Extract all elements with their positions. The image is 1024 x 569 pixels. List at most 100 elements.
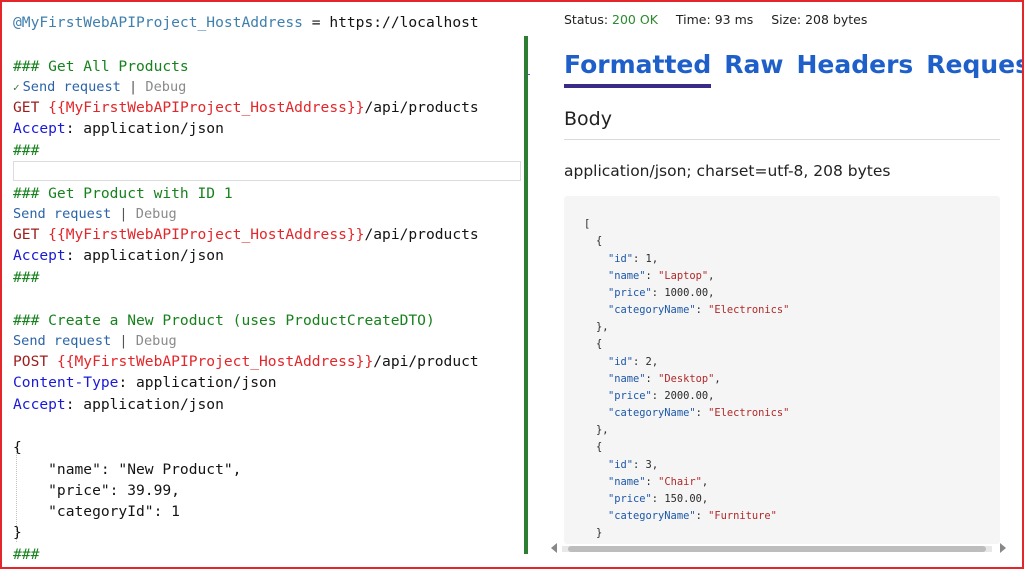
send-request-link[interactable]: Send request [13, 206, 112, 222]
change-marker-bar [524, 36, 528, 554]
body-line[interactable]: "price": 39.99, [13, 482, 180, 499]
json-key: "price" [608, 390, 652, 402]
debug-link[interactable]: Debug [145, 79, 187, 95]
scroll-left-icon[interactable] [551, 543, 557, 553]
code-lens: ✓Send request | Debug [13, 77, 186, 97]
header-line[interactable]: Accept: application/json [13, 394, 224, 415]
json-key: "price" [608, 287, 652, 299]
request-separator: ### [13, 546, 40, 563]
json-number: 2 [645, 356, 652, 368]
content-type-info: application/json; charset=utf-8, 208 byt… [564, 162, 891, 180]
debug-link[interactable]: Debug [135, 333, 177, 349]
body-line[interactable]: "name": "New Product", [13, 461, 242, 478]
indent-guide [16, 448, 18, 542]
json-comma: , [651, 356, 659, 368]
http-file-editor[interactable]: @MyFirstWebAPIProject_HostAddress = http… [2, 2, 530, 567]
json-line: }, [596, 321, 609, 333]
request-line[interactable]: GET {{MyFirstWebAPIProject_HostAddress}}… [13, 224, 479, 245]
json-key: "name" [608, 270, 646, 282]
request-comment: ### Get Product with ID 1 [13, 185, 233, 202]
body-line[interactable]: "categoryId": 1 [13, 503, 180, 520]
body-line[interactable]: { [13, 439, 22, 456]
send-request-link[interactable]: Send request [13, 333, 112, 349]
tab-formatted[interactable]: Formatted [564, 48, 712, 88]
tab-headers[interactable]: Headers [796, 50, 914, 79]
request-comment: ### Get All Products [13, 58, 189, 75]
json-line: "id": 3, [608, 457, 658, 474]
body-heading: Body [564, 108, 612, 130]
scroll-right-icon[interactable] [1000, 543, 1006, 553]
time-label: Time: [675, 12, 711, 27]
json-line: "name": "Desktop", [608, 371, 721, 388]
json-comma: , [714, 373, 721, 385]
debug-link[interactable]: Debug [135, 206, 177, 222]
json-key: "id" [608, 459, 634, 471]
header-name: Accept [13, 120, 66, 137]
response-panel: Status: 200 OK Time: 93 ms Size: 208 byt… [548, 2, 1022, 567]
json-key: "id" [608, 356, 634, 368]
header-value: : application/json [65, 396, 224, 413]
json-string: "Electronics" [708, 407, 790, 419]
json-comma: , [708, 270, 715, 282]
json-line: { [596, 338, 603, 350]
header-line[interactable]: Content-Type: application/json [13, 372, 277, 393]
tab-request[interactable]: Request [926, 50, 1022, 79]
editor-vertical-scrollbar[interactable] [530, 2, 546, 567]
json-line: "price": 150.00, [608, 491, 708, 508]
json-line: "price": 1000.00, [608, 285, 714, 302]
header-line[interactable]: Accept: application/json [13, 245, 224, 266]
size-value: 208 bytes [805, 12, 868, 27]
header-name: Accept [13, 247, 66, 264]
variable-value: https://localhost [329, 14, 479, 31]
header-name: Content-Type [13, 374, 119, 391]
json-number: 1000.00 [664, 287, 709, 299]
json-key: "categoryName" [608, 304, 696, 316]
scroll-thumb[interactable] [568, 546, 986, 552]
header-line[interactable]: Accept: application/json [13, 118, 224, 139]
json-line: { [596, 441, 603, 453]
json-comma: , [651, 459, 659, 471]
status-value: 200 OK [612, 12, 658, 27]
request-line[interactable]: POST {{MyFirstWebAPIProject_HostAddress}… [13, 351, 479, 372]
json-colon: : [633, 356, 646, 368]
json-string: "Laptop" [658, 270, 709, 282]
variable-line[interactable]: @MyFirstWebAPIProject_HostAddress = http… [13, 12, 479, 33]
variable-equals: = [302, 14, 330, 31]
lens-separator: | [111, 333, 136, 349]
json-number: 1 [645, 253, 652, 265]
json-line: "name": "Laptop", [608, 268, 714, 285]
json-colon: : [651, 493, 665, 505]
check-icon: ✓ [13, 81, 20, 94]
lens-separator: | [120, 79, 146, 95]
request-path: /api/products [364, 99, 479, 116]
splitter-marker [527, 74, 530, 75]
http-method: POST [13, 353, 57, 370]
json-number: 150.00 [664, 493, 702, 505]
request-path: /api/product [373, 353, 479, 370]
header-name: Accept [13, 396, 66, 413]
tab-raw[interactable]: Raw [724, 50, 784, 79]
json-line: [ [584, 218, 591, 230]
json-comma: , [708, 390, 715, 402]
request-separator: ### [13, 142, 40, 159]
status-label: Status: [564, 12, 609, 27]
request-line[interactable]: GET {{MyFirstWebAPIProject_HostAddress}}… [13, 97, 479, 118]
host-variable: {{MyFirstWebAPIProject_HostAddress}} [56, 353, 374, 370]
send-request-link[interactable]: Send request [22, 79, 121, 95]
horizontal-scrollbar[interactable] [548, 541, 1010, 557]
json-comma: , [651, 253, 659, 265]
json-viewer[interactable]: [ { "id": 1, "name": "Laptop", "price": … [564, 196, 1000, 544]
json-line: "categoryName": "Electronics" [608, 405, 789, 422]
json-line: "price": 2000.00, [608, 388, 714, 405]
time-value: 93 ms [714, 12, 754, 27]
json-colon: : [651, 390, 665, 402]
host-variable: {{MyFirstWebAPIProject_HostAddress}} [48, 99, 365, 116]
json-colon: : [695, 510, 709, 522]
header-value: : application/json [118, 374, 277, 391]
json-string: "Chair" [658, 476, 702, 488]
json-key: "categoryName" [608, 510, 696, 522]
body-line[interactable]: } [13, 524, 22, 541]
json-number: 3 [645, 459, 652, 471]
request-comment: ### Create a New Product (uses ProductCr… [13, 312, 435, 329]
